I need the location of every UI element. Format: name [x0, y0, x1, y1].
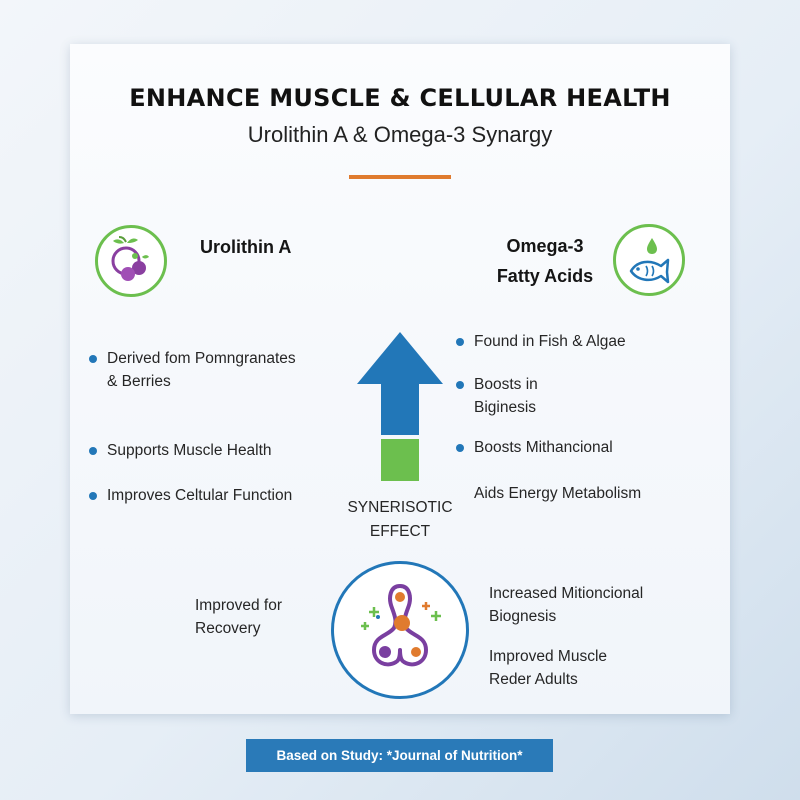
bullet-dot: [456, 338, 464, 346]
bullet-dot: [89, 355, 97, 363]
left-bullet-3: Improves Celtular Function: [89, 484, 292, 507]
right-bullet-2: Boosts in Biginesis: [456, 373, 538, 419]
left-bullet-1: Derived fom Pomngranates & Berries: [89, 347, 296, 393]
outcome-biogenesis: Increased Mitioncional Biognesis: [489, 585, 644, 625]
outcome-muscle: Improved Muscle Reder Adults: [489, 648, 608, 688]
omega3-heading: Omega-3 Fatty Acids: [470, 231, 620, 291]
berries-icon-circle: [95, 225, 167, 297]
omega3-heading-line2: Fatty Acids: [496, 266, 594, 286]
bullet-dot: [89, 492, 97, 500]
left-bullet-2: Supports Muscle Health: [89, 439, 272, 462]
infographic-card: ENHANCE MUSCLE & CELLULAR HEALTH Urolith…: [70, 44, 730, 714]
mitochondria-icon-circle: [331, 561, 469, 699]
bullet-dot: [89, 447, 97, 455]
accent-divider: [349, 175, 451, 179]
outcome-recovery: Improved for Recovery: [195, 597, 283, 637]
source-badge: Based on Study: *Journal of Nutrition*: [246, 739, 553, 772]
synergy-label: SYNERISOTIC EFFECT: [347, 499, 453, 540]
right-extra-benefit: Aids Energy Metabolism: [474, 485, 642, 502]
fish-icon: [629, 238, 670, 284]
mitochondria-icon: [361, 584, 441, 667]
right-bullet-1: Found in Fish & Algae: [456, 330, 626, 353]
bullet-dot: [456, 381, 464, 389]
page-title: ENHANCE MUSCLE & CELLULAR HEALTH: [129, 84, 671, 112]
urolithin-heading: Urolithin A: [200, 237, 292, 257]
bullet-dot: [456, 444, 464, 452]
page-subtitle: Urolithin A & Omega-3 Synargy: [247, 122, 553, 147]
omega3-heading-line1: Omega-3: [506, 236, 584, 256]
berries-icon: [111, 236, 149, 281]
arrow-up-icon: [357, 332, 443, 481]
fish-icon-circle: [613, 224, 685, 296]
right-bullet-3: Boosts Mithancional: [456, 436, 613, 459]
